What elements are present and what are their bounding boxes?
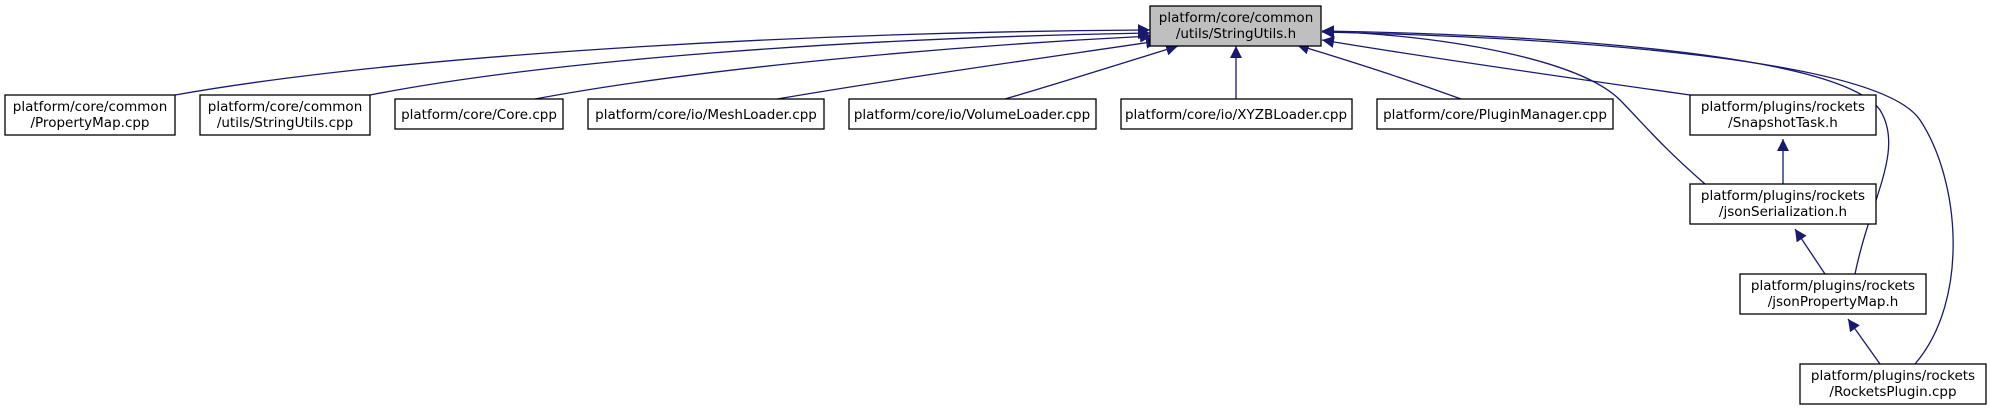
edge-property-map-cpp <box>174 24 1151 96</box>
node-label-line: /jsonSerialization.h <box>1719 204 1847 220</box>
node-label-line: platform/core/Core.cpp <box>401 107 557 123</box>
edge-core-cpp <box>534 30 1153 100</box>
node-label-line: platform/plugins/rockets <box>1701 188 1865 204</box>
edge-mesh-loader-cpp <box>776 36 1159 100</box>
node-json-property-map-h[interactable]: platform/plugins/rockets /jsonPropertyMa… <box>1739 273 1927 315</box>
node-label-line: platform/plugins/rockets <box>1811 368 1975 384</box>
node-label-line: /PropertyMap.cpp <box>30 115 149 131</box>
node-label-line: platform/core/common <box>13 99 168 115</box>
edge-plugin-manager-cpp <box>1296 42 1462 100</box>
node-label-line: platform/core/io/VolumeLoader.cpp <box>854 107 1090 123</box>
nodes: platform/core/common /utils/StringUtils.… <box>4 5 1987 405</box>
node-label-line: platform/core/common <box>208 99 363 115</box>
node-label-line: /utils/StringUtils.cpp <box>217 115 353 131</box>
edge-rockets-plugin-cpp <box>1321 26 1954 365</box>
node-property-map-cpp[interactable]: platform/core/common /PropertyMap.cpp <box>4 94 176 136</box>
edges <box>174 24 1954 365</box>
node-json-serialization-h[interactable]: platform/plugins/rockets /jsonSerializat… <box>1689 183 1877 225</box>
edge-string-utils-cpp <box>369 27 1151 96</box>
node-label-line: platform/core/PluginManager.cpp <box>1383 107 1607 123</box>
node-label-line: platform/core/io/MeshLoader.cpp <box>595 107 817 123</box>
edge-snapshot-task-h <box>1321 36 1691 96</box>
edge-json-property-map-h <box>1321 25 1890 275</box>
node-label-line: /RocketsPlugin.cpp <box>1829 384 1956 400</box>
node-label-line: platform/core/common <box>1159 10 1314 26</box>
node-plugin-manager-cpp[interactable]: platform/core/PluginManager.cpp <box>1376 98 1614 130</box>
edge-rockets-plugin-to-json-property-map <box>1847 318 1881 365</box>
node-string-utils-h[interactable]: platform/core/common /utils/StringUtils.… <box>1149 5 1322 47</box>
node-label-line: /utils/StringUtils.h <box>1176 26 1296 42</box>
edge-json-serialization-h <box>1321 25 1706 185</box>
node-label-line: /jsonPropertyMap.h <box>1768 294 1899 310</box>
node-label-line: platform/plugins/rockets <box>1751 278 1915 294</box>
node-mesh-loader-cpp[interactable]: platform/core/io/MeshLoader.cpp <box>587 98 825 130</box>
node-volume-loader-cpp[interactable]: platform/core/io/VolumeLoader.cpp <box>848 98 1097 130</box>
node-label-line: /SnapshotTask.h <box>1728 115 1838 131</box>
edge-json-property-map-to-json-serialization <box>1794 228 1826 275</box>
node-label-line: platform/plugins/rockets <box>1701 99 1865 115</box>
node-snapshot-task-h[interactable]: platform/plugins/rockets /SnapshotTask.h <box>1689 94 1877 136</box>
node-label-line: platform/core/io/XYZBLoader.cpp <box>1125 107 1347 123</box>
node-rockets-plugin-cpp[interactable]: platform/plugins/rockets /RocketsPlugin.… <box>1799 363 1987 405</box>
edge-volume-loader-cpp <box>1004 43 1179 100</box>
node-string-utils-cpp[interactable]: platform/core/common /utils/StringUtils.… <box>199 94 371 136</box>
node-core-cpp[interactable]: platform/core/Core.cpp <box>394 98 564 130</box>
node-xyzb-loader-cpp[interactable]: platform/core/io/XYZBLoader.cpp <box>1120 98 1353 130</box>
